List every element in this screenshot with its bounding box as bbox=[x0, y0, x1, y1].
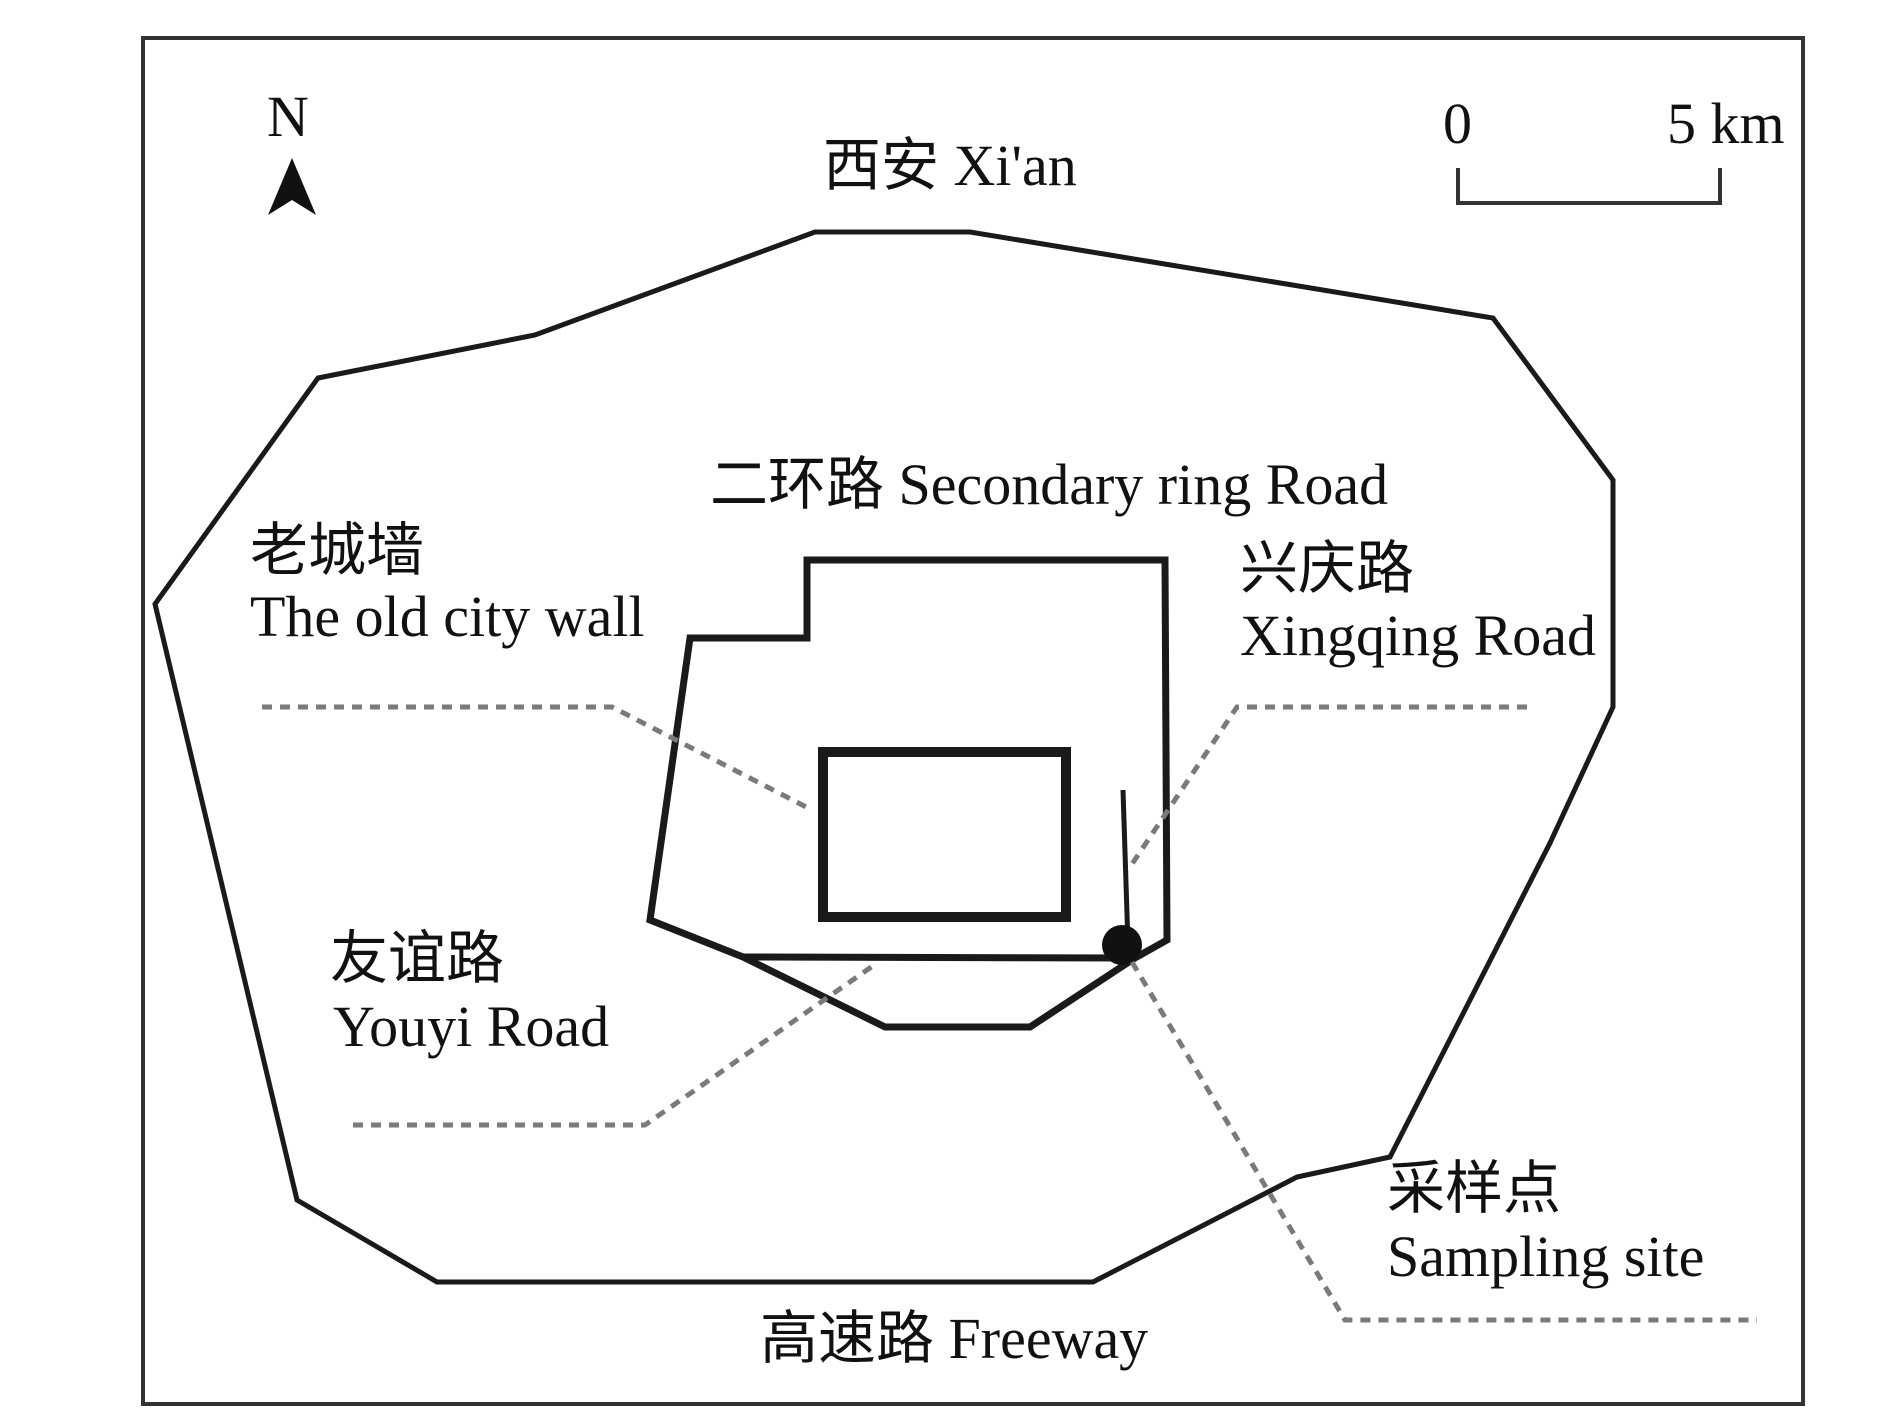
youyi-leader bbox=[353, 960, 879, 1128]
old-city-wall bbox=[818, 747, 1071, 922]
scale-bar bbox=[1456, 168, 1722, 205]
city-wall-leader bbox=[262, 704, 814, 813]
xingqing-label-cn: 兴庆路 bbox=[1240, 536, 1415, 601]
youyi-label-cn: 友谊路 bbox=[330, 926, 505, 991]
sampling-leader bbox=[1129, 960, 1757, 1323]
north-arrow-icon bbox=[268, 158, 316, 215]
xingqing-leader bbox=[1125, 704, 1527, 872]
sampling-label-en: Sampling site bbox=[1387, 1224, 1705, 1289]
xingqing-label-en: Xingqing Road bbox=[1240, 603, 1597, 668]
freeway-ring bbox=[152, 229, 1616, 1285]
map-frame bbox=[141, 36, 1805, 1406]
youyi-label-en: Youyi Road bbox=[333, 994, 610, 1059]
xingqing-road bbox=[1120, 789, 1131, 946]
freeway-label: 高速路 Freeway bbox=[760, 1306, 1149, 1371]
north-label: N bbox=[267, 84, 309, 149]
ring-road-connector bbox=[742, 953, 1136, 962]
city-wall-label-en: The old city wall bbox=[250, 584, 645, 649]
ring-road-label: 二环路 Secondary ring Road bbox=[710, 452, 1389, 517]
city-title: 西安 Xi'an bbox=[823, 133, 1077, 198]
sampling-label-cn: 采样点 bbox=[1387, 1156, 1562, 1221]
scale-zero-label: 0 bbox=[1443, 91, 1472, 156]
sampling-site-marker bbox=[1102, 925, 1142, 965]
scale-end-label: 5 km bbox=[1667, 91, 1785, 156]
city-wall-label-cn: 老城墙 bbox=[250, 518, 425, 583]
